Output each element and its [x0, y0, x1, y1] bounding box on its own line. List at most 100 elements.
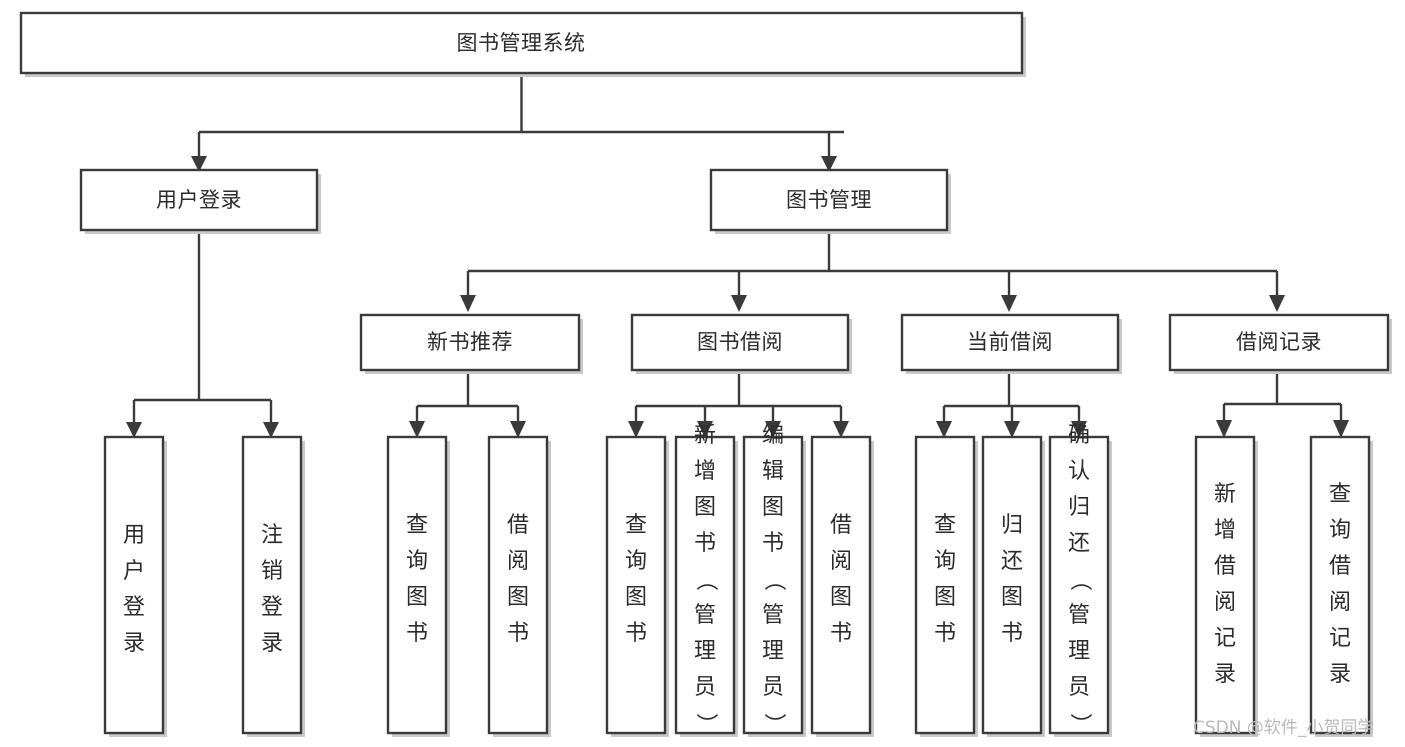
node-leaf-record-add-box	[1194, 435, 1256, 735]
arrowhead-leaf-new-borrow	[510, 421, 526, 438]
svg-text:记: 记	[1329, 626, 1351, 651]
svg-text:录: 录	[1329, 662, 1351, 687]
node-current[interactable]: 当前借阅	[900, 313, 1122, 374]
node-records-box	[1168, 313, 1390, 372]
svg-text:辑: 辑	[762, 459, 784, 484]
node-leaf-current-return-box	[981, 435, 1043, 735]
arrowhead-leaf-borrow-add	[697, 421, 713, 438]
arrowhead-leaf-current-query	[936, 421, 952, 438]
node-root-box	[19, 11, 1024, 75]
svg-text:）: ）	[1067, 713, 1092, 735]
arrowhead-leaf-current-return	[1004, 421, 1020, 438]
arrowhead-leaf-borrow-query	[628, 421, 644, 438]
node-layer: 图书管理系统 用户登录 图书管理 新书推荐	[19, 11, 1392, 737]
node-leaf-record-query-box	[1309, 435, 1371, 735]
svg-text:增: 增	[694, 459, 716, 484]
node-leaf-borrow-edit-box	[742, 435, 804, 735]
svg-text:（: （	[693, 569, 718, 591]
svg-text:书: 书	[762, 531, 784, 556]
node-newbook-label: 新书推荐	[427, 330, 513, 354]
svg-text:理: 理	[1068, 639, 1090, 664]
svg-text:登: 登	[123, 595, 145, 620]
node-borrow[interactable]: 图书借阅	[630, 313, 852, 374]
arrowhead-leaf-user-login	[126, 422, 142, 438]
arrowhead-borrow	[731, 295, 747, 312]
node-root[interactable]: 图书管理系统	[19, 11, 1026, 77]
svg-text:书: 书	[830, 621, 852, 646]
node-leaf-borrow-query-box	[605, 435, 667, 735]
arrowhead-login	[191, 156, 207, 172]
svg-text:（: （	[761, 569, 786, 591]
svg-text:询: 询	[934, 549, 956, 574]
svg-text:）: ）	[761, 713, 786, 735]
svg-text:销: 销	[261, 559, 283, 584]
node-bookmgmt[interactable]: 图书管理	[709, 168, 951, 234]
svg-text:录: 录	[261, 631, 283, 656]
svg-text:图: 图	[406, 585, 428, 610]
svg-text:书: 书	[406, 621, 428, 646]
svg-text:）: ）	[693, 713, 718, 735]
svg-text:阅: 阅	[1214, 590, 1236, 615]
node-borrow-label: 图书借阅	[697, 330, 783, 354]
svg-text:新: 新	[694, 423, 716, 448]
arrowhead-leaf-user-logout	[263, 422, 279, 438]
node-newbook-box	[359, 313, 581, 372]
node-leaf-user-login[interactable]: 用户登录	[103, 435, 167, 737]
node-borrow-box	[630, 313, 850, 372]
arrowhead-newbook	[460, 295, 476, 312]
svg-text:新: 新	[1214, 482, 1236, 507]
node-leaf-borrow-lend-box	[810, 435, 872, 735]
svg-text:理: 理	[762, 639, 784, 664]
node-leaf-new-query-box	[386, 435, 448, 735]
svg-text:书: 书	[625, 621, 647, 646]
svg-text:注: 注	[261, 523, 283, 548]
csdn-watermark: CSDN @软件_小贺同学	[1193, 718, 1374, 738]
svg-text:编: 编	[762, 423, 784, 448]
arrowhead-leaf-record-add	[1216, 420, 1232, 438]
connector-layer	[126, 76, 1349, 438]
svg-text:借: 借	[1329, 554, 1351, 579]
node-records-label: 借阅记录	[1236, 330, 1322, 354]
arrowhead-bookmgmt	[821, 156, 837, 172]
arrowhead-records	[1269, 295, 1285, 312]
node-leaf-new-borrow-box	[487, 435, 549, 735]
node-newbook[interactable]: 新书推荐	[359, 313, 583, 374]
node-records[interactable]: 借阅记录	[1168, 313, 1392, 374]
svg-text:还: 还	[1001, 549, 1023, 574]
svg-text:录: 录	[1214, 662, 1236, 687]
svg-text:员: 员	[1068, 675, 1090, 700]
svg-text:理: 理	[694, 639, 716, 664]
svg-text:借: 借	[1214, 554, 1236, 579]
svg-text:（: （	[1067, 569, 1092, 591]
svg-text:还: 还	[1068, 531, 1090, 556]
svg-text:图: 图	[625, 585, 647, 610]
svg-text:图: 图	[1001, 585, 1023, 610]
node-current-box	[900, 313, 1120, 372]
svg-text:归: 归	[1068, 495, 1090, 520]
arrowhead-leaf-new-query	[409, 421, 425, 438]
svg-text:记: 记	[1214, 626, 1236, 651]
arrowhead-leaf-borrow-edit	[765, 421, 781, 438]
node-login[interactable]: 用户登录	[79, 168, 321, 234]
svg-text:管: 管	[694, 603, 716, 628]
svg-text:认: 认	[1068, 459, 1090, 484]
